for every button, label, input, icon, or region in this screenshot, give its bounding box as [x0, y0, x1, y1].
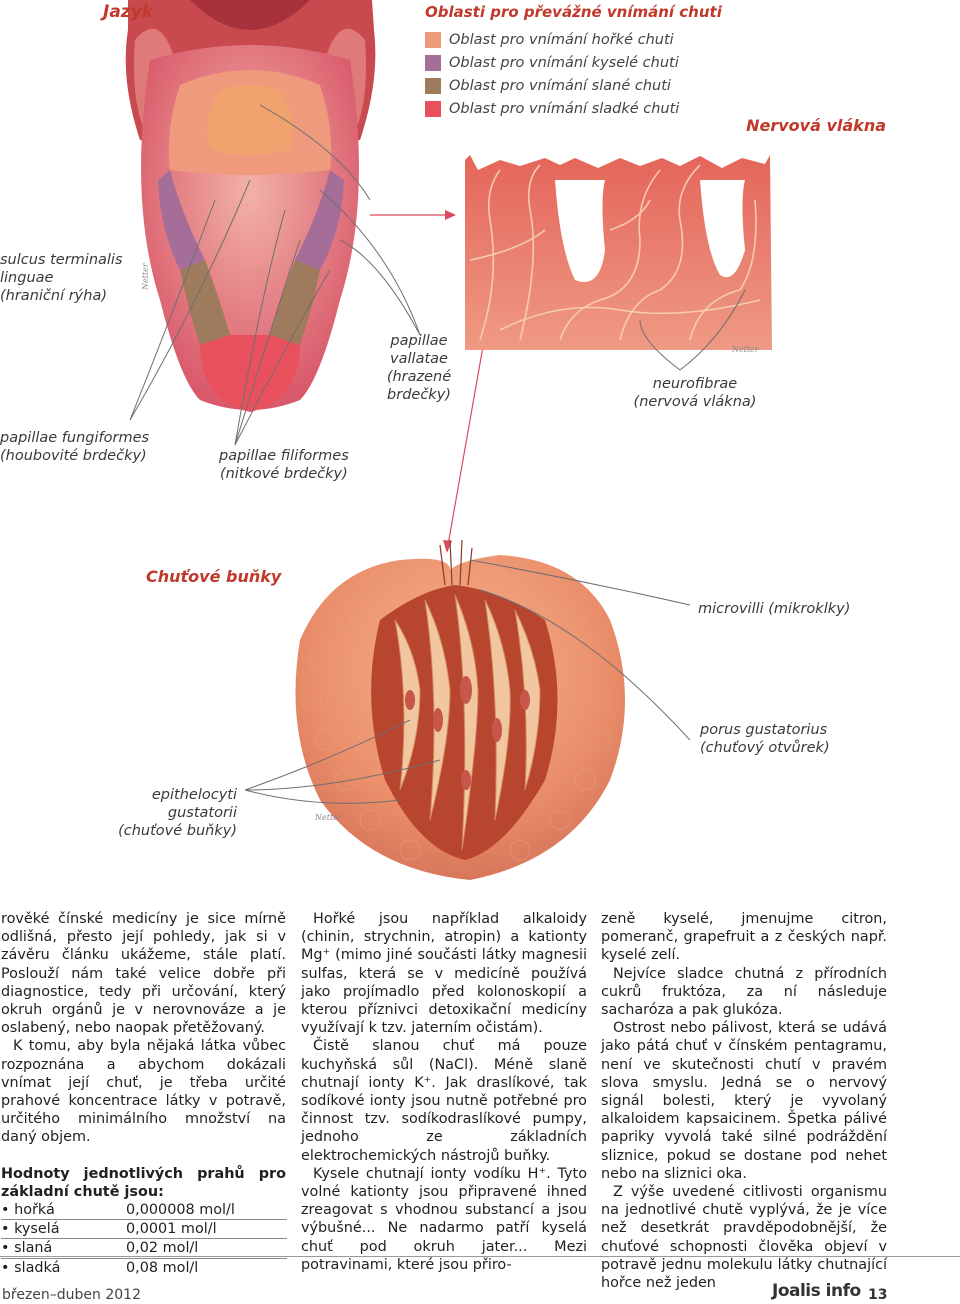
- legend-item-sour: Oblast pro vnímání kyselé chuti: [425, 51, 679, 74]
- threshold-table-title: Hodnoty jednotlivých prahů pro základní …: [1, 1165, 286, 1200]
- caption-epithelocyti-gustatorii: epithelocyti gustatorii (chuťové buňky): [118, 787, 237, 839]
- caption-porus-gustatorius: porus gustatorius (chuťový otvůrek): [700, 722, 830, 756]
- text-column-2: Hořké jsou například alkaloidy (chinin, …: [301, 910, 587, 1274]
- paragraph: Z výše uvedené citlivosti organismu na j…: [601, 1184, 887, 1292]
- text-column-1: rověké čínské medicíny je sice mírně odl…: [1, 910, 287, 1277]
- taste-bud-illustration: Netter: [244, 539, 691, 880]
- tongue-illustration: Netter: [125, 0, 421, 446]
- legend-item-sweet: Oblast pro vnímání sladké chuti: [425, 97, 679, 120]
- paragraph: Kysele chutnají ionty vodíku H⁺. Tyto vo…: [301, 1165, 587, 1273]
- signature-mark: Netter: [314, 813, 343, 822]
- text-column-3: zeně kyselé, jmenujme citron, pomeranč, …: [601, 910, 887, 1292]
- nerve-fiber-illustration: Netter: [465, 155, 772, 371]
- legend-swatch-salty: [425, 77, 441, 94]
- svg-text:Netter: Netter: [731, 345, 760, 354]
- paragraph: Hořké jsou například alkaloidy (chinin, …: [301, 911, 587, 1037]
- paragraph: Ostrost nebo pálivost, která se udává ja…: [601, 1020, 887, 1182]
- anatomy-illustrations: Netter Netter: [125, 0, 772, 880]
- paragraph: rověké čínské medicíny je sice mírně odl…: [1, 911, 286, 1037]
- taste-legend: Oblast pro vnímání hořké chuti Oblast pr…: [425, 28, 679, 120]
- caption-microvilli: microvilli (mikroklky): [698, 601, 851, 617]
- caption-papillae-filiformes: papillae filiformes (nitkové brdečky): [219, 448, 349, 482]
- legend-title: Oblasti pro převážné vnímání chuti: [425, 3, 722, 21]
- tongue-heading: Jazyk: [103, 2, 154, 22]
- caption-papillae-vallatae: papillae vallatae (hrazené brdečky): [386, 333, 452, 403]
- caption-papillae-fungiformes: papillae fungiformes (houbovité brdečky): [0, 430, 150, 464]
- brand-logo: Joalis info: [772, 1281, 861, 1301]
- legend-swatch-bitter: [425, 31, 441, 48]
- footer-divider: [0, 1256, 960, 1257]
- paragraph: Nejvíce sladce chutná z přírodních cukrů…: [601, 965, 887, 1019]
- caption-sulcus-terminalis: sulcus terminalis linguae (hraniční rýha…: [0, 252, 123, 304]
- legend-item-salty: Oblast pro vnímání slané chuti: [425, 74, 679, 97]
- signature-mark: Netter: [141, 262, 150, 291]
- paragraph: Čistě slanou chuť má pouze kuchyňská sůl…: [301, 1038, 587, 1164]
- paragraph: zeně kyselé, jmenujme citron, pomeranč, …: [601, 911, 887, 964]
- taste-cells-heading: Chuťové buňky: [146, 567, 282, 586]
- page-number: 13: [868, 1287, 888, 1303]
- nerve-fibers-heading: Nervová vlákna: [746, 116, 886, 135]
- legend-swatch-sour: [425, 54, 441, 71]
- legend-swatch-sweet: [425, 100, 441, 117]
- caption-neurofibrae: neurofibrae (nervová vlákna): [633, 376, 757, 410]
- paragraph: K tomu, aby byla nějaká látka vůbec rozp…: [1, 1038, 286, 1146]
- legend-item-bitter: Oblast pro vnímání hořké chuti: [425, 28, 679, 51]
- footer-issue: březen–duben 2012: [2, 1287, 141, 1303]
